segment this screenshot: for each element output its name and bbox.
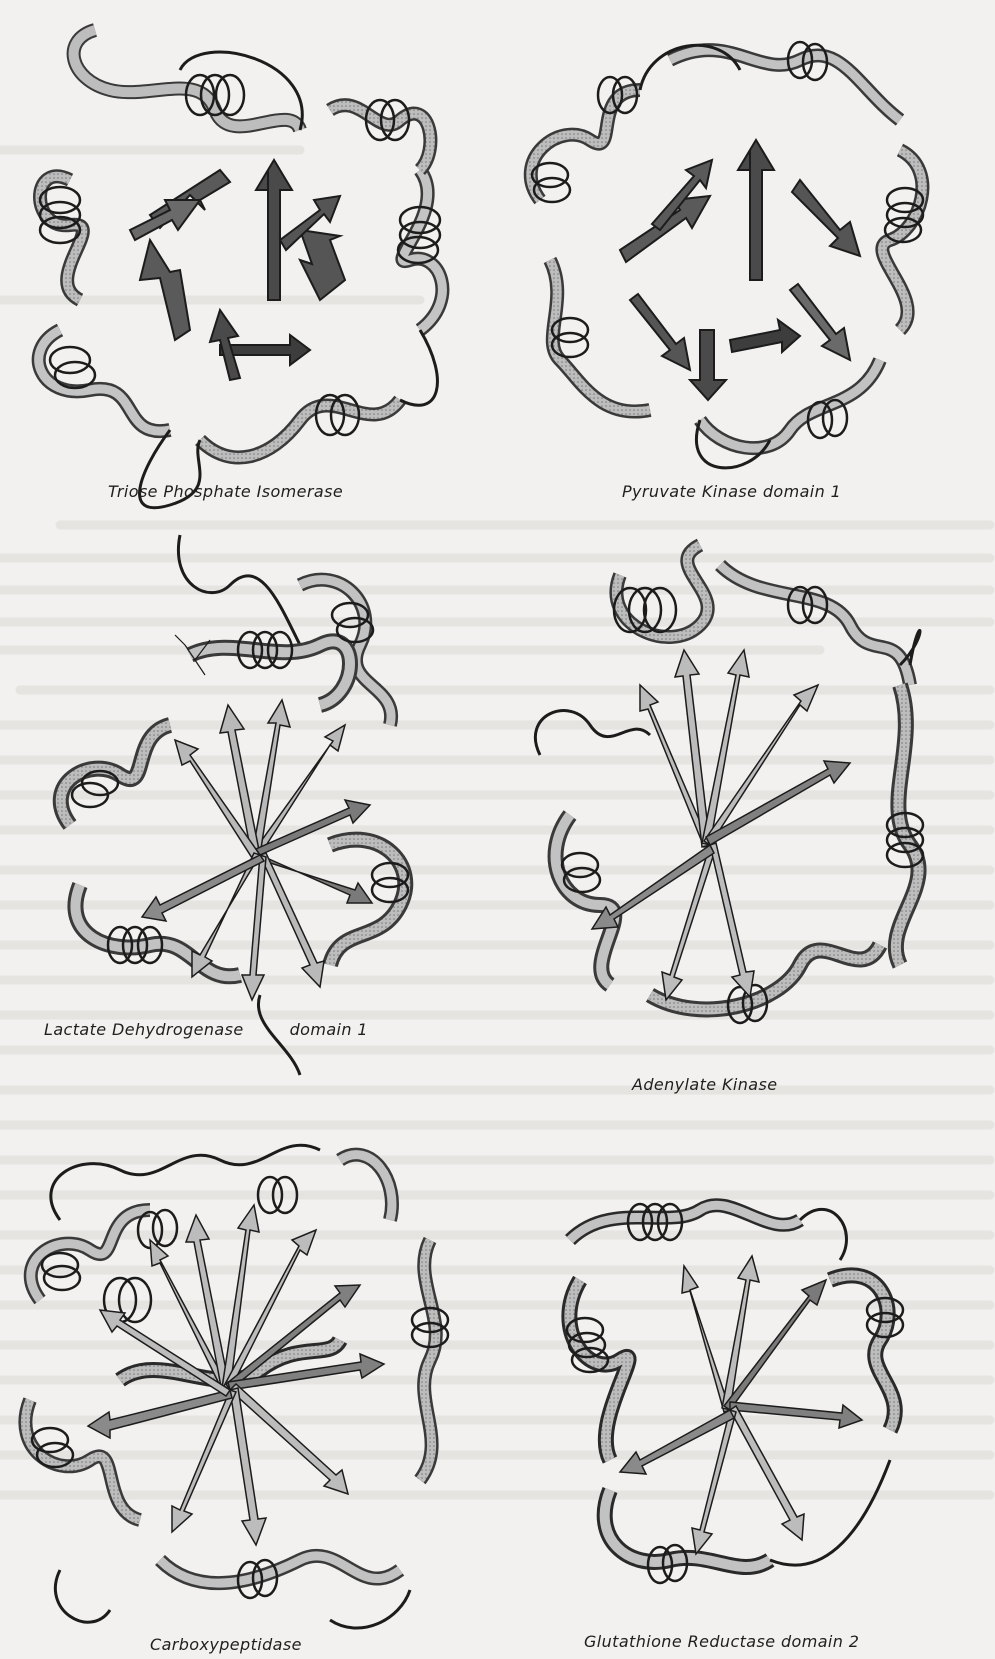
ldh-ribbon-diagram — [0, 525, 480, 1080]
gr-ribbon-diagram — [500, 1160, 995, 1659]
panel-pyruvate-kinase: Pyruvate Kinase domain 1 — [500, 0, 995, 520]
caption-pk: Pyruvate Kinase domain 1 — [622, 482, 841, 501]
panel-adenylate-kinase: Adenylate Kinase — [500, 525, 995, 1105]
panel-carboxypeptidase: Carboxypeptidase — [0, 1100, 480, 1659]
panel-glutathione-reductase: Glutathione Reductase domain 2 — [500, 1160, 995, 1659]
caption-ldh-main: Lactate Dehydrogenase — [44, 1020, 244, 1039]
caption-tim: Triose Phosphate Isomerase — [108, 482, 343, 501]
tim-ribbon-diagram — [0, 0, 480, 520]
caption-ak: Adenylate Kinase — [632, 1075, 777, 1094]
caption-ldh: Lactate Dehydrogenase domain 1 — [44, 1020, 368, 1039]
panel-lactate-dehydrogenase: Lactate Dehydrogenase domain 1 — [0, 525, 480, 1080]
ak-ribbon-diagram — [500, 525, 995, 1105]
caption-cpa: Carboxypeptidase — [150, 1635, 302, 1654]
pk-ribbon-diagram — [500, 0, 995, 520]
caption-ldh-tail: domain 1 — [290, 1020, 368, 1039]
cpa-ribbon-diagram — [0, 1100, 480, 1659]
caption-gr: Glutathione Reductase domain 2 — [584, 1632, 859, 1651]
panel-triose-phosphate-isomerase: Triose Phosphate Isomerase — [0, 0, 480, 520]
